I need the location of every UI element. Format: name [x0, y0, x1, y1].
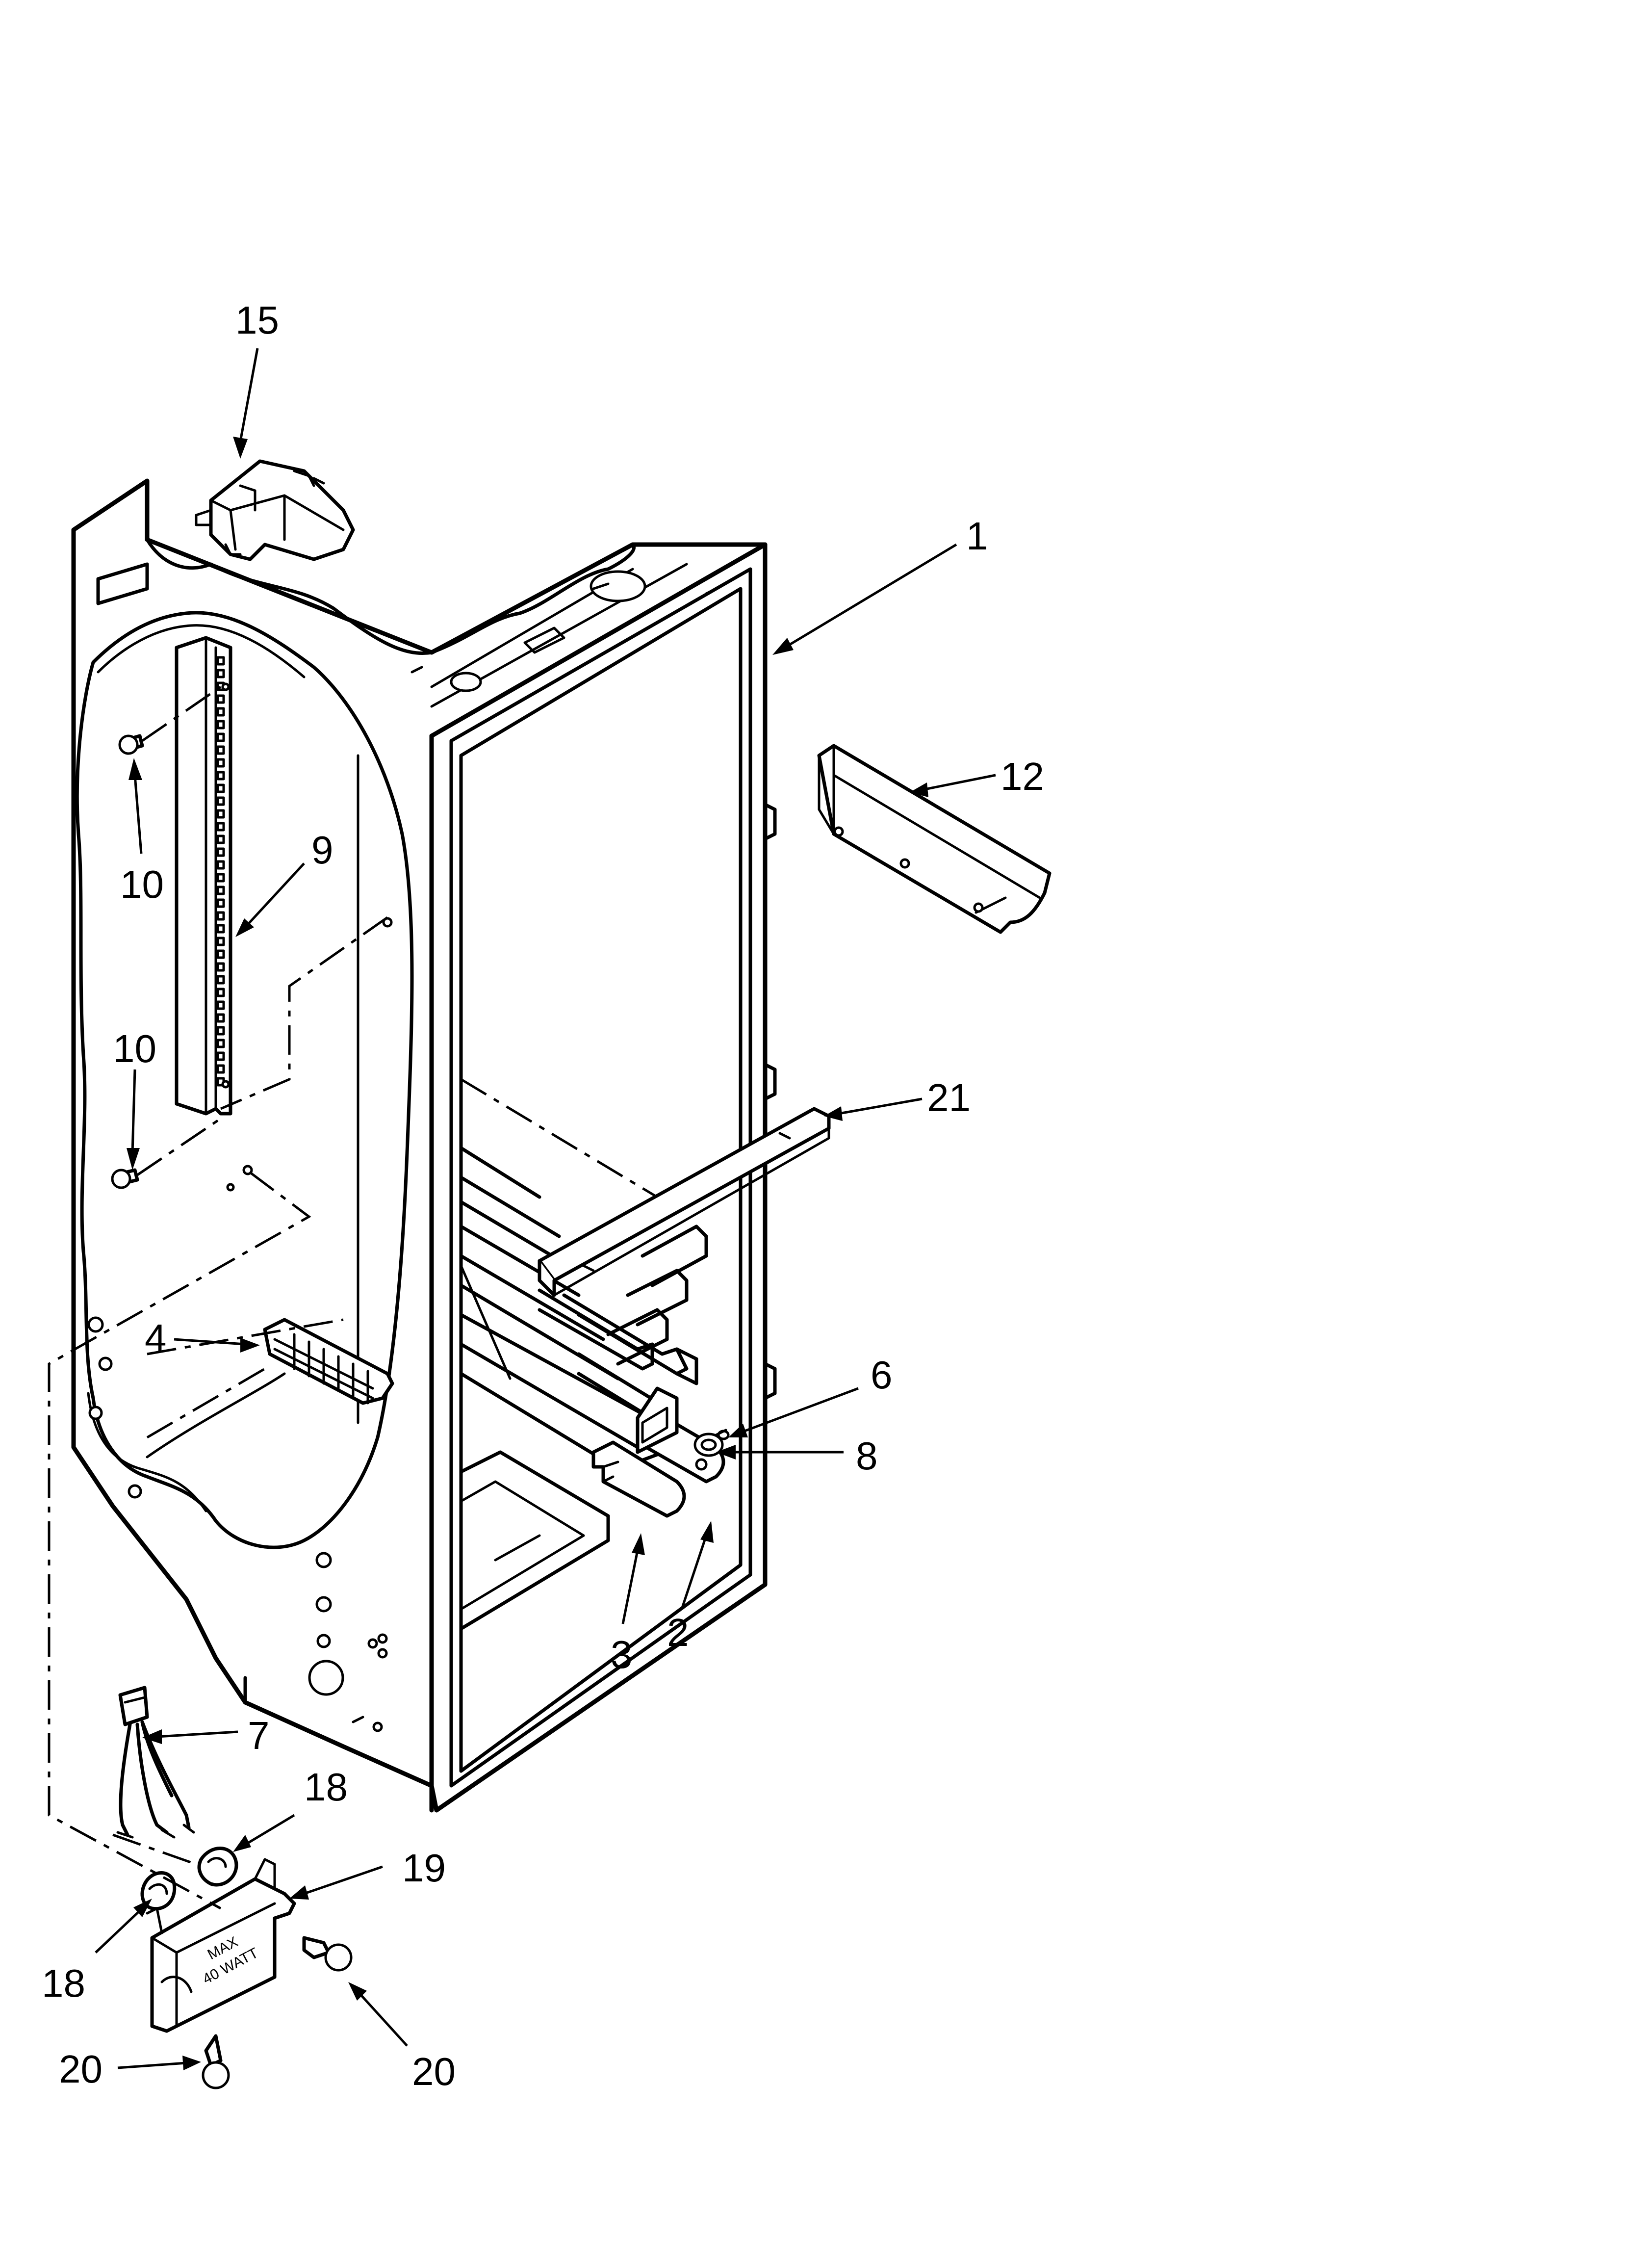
ladder-slots [216, 656, 225, 1087]
callout-19: 19 [402, 1846, 446, 1890]
ladder-slot [216, 783, 225, 793]
callout-18-lower: 18 [42, 1961, 85, 2005]
ladder-slot [216, 834, 225, 844]
callout-labels: 15 1 12 9 10 10 21 4 6 8 3 2 7 18 19 18 … [42, 298, 1044, 2093]
callout-15: 15 [235, 298, 279, 342]
ladder-slot [216, 771, 225, 781]
screw-part-10-lower [111, 1117, 222, 1189]
callout-9: 9 [311, 828, 334, 872]
ladder-slot [216, 796, 225, 806]
callout-10-lower: 10 [113, 1027, 156, 1070]
screw-part-20-right [302, 1936, 353, 1972]
callout-18-upper: 18 [304, 1765, 348, 1809]
switch-part-6-8 [636, 1386, 730, 1457]
callout-12: 12 [1001, 755, 1044, 798]
ladder-slot [216, 898, 225, 908]
ladder-slot [216, 988, 225, 997]
ladder-slot [216, 924, 225, 934]
cross-bar-part-21 [538, 1107, 831, 1297]
ladder-slot [216, 745, 225, 755]
vent-grille-part-4 [263, 1318, 394, 1405]
refrigerator-liner [71, 478, 777, 1813]
ladder-slot [216, 694, 225, 704]
ladder-slot [216, 720, 225, 730]
callout-20-left: 20 [59, 2047, 103, 2091]
callout-3: 3 [611, 1633, 633, 1676]
callout-1: 1 [966, 514, 988, 558]
control-housing-part-15 [195, 459, 355, 561]
ladder-slot [216, 758, 225, 768]
ladder-slot [216, 962, 225, 972]
ladder-slot [216, 809, 225, 819]
ladder-slot [216, 732, 225, 742]
callout-10-upper: 10 [120, 862, 164, 906]
ladder-slot [216, 656, 225, 666]
clip-part-18-upper [197, 1847, 238, 1887]
ladder-slot [216, 949, 225, 959]
callout-7: 7 [248, 1714, 270, 1757]
ladder-slot [216, 669, 225, 678]
ladder-slot [216, 975, 225, 985]
lamp-housing-part-19: MAX 40 WATT [146, 1858, 296, 2033]
ladder-slot [216, 911, 225, 921]
ladder-slot [216, 1039, 225, 1048]
ladder-slot [216, 1064, 225, 1074]
callout-8: 8 [856, 1434, 878, 1478]
assembly-dash-lines [48, 916, 393, 1910]
ladder-slot [216, 707, 225, 717]
ladder-slot [216, 1026, 225, 1036]
ladder-slot [216, 1051, 225, 1061]
shelf-ladder-part-9 [175, 636, 232, 1116]
wire-harness-part-7 [116, 1686, 195, 1839]
ladder-slot [216, 886, 225, 895]
callout-21: 21 [927, 1076, 971, 1120]
ladder-slot [216, 847, 225, 857]
callout-2: 2 [667, 1611, 689, 1654]
ladder-slot [216, 860, 225, 870]
callout-6: 6 [871, 1353, 893, 1397]
bracket-part-3 [591, 1440, 686, 1518]
callout-4: 4 [145, 1316, 167, 1360]
ladder-slot [216, 873, 225, 883]
callout-20-right: 20 [412, 2050, 456, 2093]
ladder-slot [216, 1000, 225, 1010]
ladder-slot [216, 937, 225, 946]
screw-part-20-left [202, 2034, 230, 2089]
screw-part-10-upper [118, 685, 222, 755]
ladder-slot [216, 822, 225, 832]
leader-lines [95, 348, 996, 2070]
trim-part-12 [817, 744, 1052, 934]
ladder-slot [216, 1013, 225, 1023]
